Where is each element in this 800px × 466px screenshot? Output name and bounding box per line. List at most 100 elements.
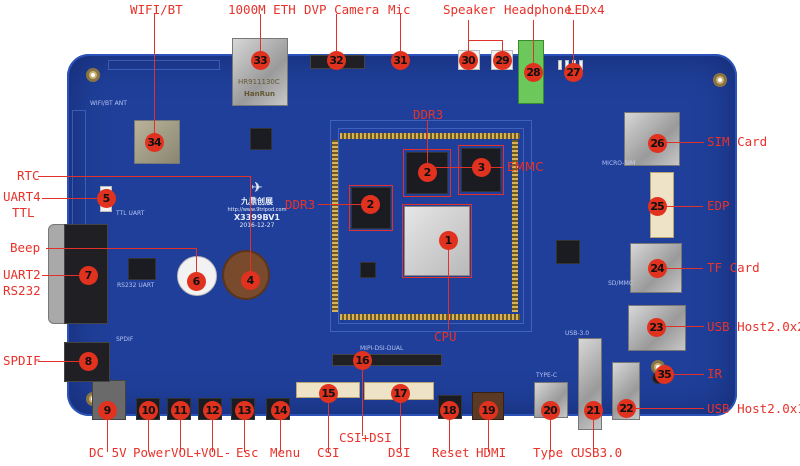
label-esc: Esc [236,445,259,460]
marker-ir: 35 [654,364,674,384]
emmc-highlight [458,145,504,195]
label-usb3: USB3.0 [577,445,623,460]
leader-usb-host-2 [656,326,704,327]
marker-volup: 11 [170,400,190,420]
label-ddr3-left: DDR3 [285,197,316,212]
core-module-inner [338,128,524,324]
label-menu: Menu [270,445,301,460]
leader-hdmi [488,410,489,452]
leader-uart2 [42,275,88,276]
phy-chip [250,128,272,150]
marker-voldown: 12 [202,400,222,420]
brand-logo: ✈ 九鼎创展 http://www.9tripod.com X3399BV1 2… [222,180,292,229]
core-pins-top [340,133,520,139]
antenna-trace [108,60,220,70]
cpu-chip [404,206,470,276]
leader-leds [573,20,574,72]
silk-sd-mmc: SD/MMC [608,280,633,287]
leader-wifi [154,14,155,142]
label-rtc: RTC [17,168,40,183]
marker-leds: 27 [563,62,583,82]
marker-csidsi: 16 [352,350,372,370]
leader-speaker-h [468,40,503,41]
leader-ddr3-top [427,120,428,172]
silk-rs232-uart: RS232 UART [117,282,155,289]
marker-usb-host-1: 22 [616,398,636,418]
marker-power: 10 [138,400,158,420]
marker-cpu: 1 [438,230,458,250]
core-pins-left [332,140,338,312]
marker-mic: 31 [390,50,410,70]
marker-sim: 26 [647,133,667,153]
label-wifi-bt: WIFI/BT [130,2,183,17]
marker-dvp: 32 [326,50,346,70]
label-dsi: DSI [388,445,411,460]
marker-emmc: 3 [471,157,491,177]
label-tf: TF Card [707,260,760,275]
label-cpu: CPU [434,329,457,344]
marker-typec: 20 [540,400,560,420]
marker-ddr3-top: 2 [417,162,437,182]
label-csi: CSI [317,445,340,460]
label-hdmi: HDMI [476,445,507,460]
rs232-chip [128,258,156,280]
csi-dsi-dual-connector [332,354,442,366]
leader-power [148,410,149,452]
silk-micro-sim: MICRO-SIM [602,160,636,167]
leader-uart4 [42,198,104,199]
leader-volup [180,410,181,452]
silk-mipi-dsi-dual: MIPI-DSI-DUAL [360,345,404,352]
leader-edp [657,206,703,207]
label-ir: IR [707,366,723,381]
silk-eth-part: HR911130C [238,78,280,86]
rtc-battery-holder [222,250,270,300]
marker-usb-host-2: 23 [646,317,666,337]
label-uart4: UART4 [3,189,41,204]
marker-wifi: 34 [144,132,164,152]
marker-reset: 18 [439,400,459,420]
marker-hdmi: 19 [478,400,498,420]
marker-esc: 13 [234,400,254,420]
leader-beep-h [46,248,196,249]
label-leds: LEDx4 [567,2,605,17]
marker-uart2: 7 [78,265,98,285]
leader-eth [260,14,261,60]
marker-dc5v: 9 [97,400,117,420]
leader-rtc-v [250,176,251,276]
leader-rtc-h [38,176,250,177]
label-usb-host-2: USB Host2.0x2 [707,319,800,334]
leader-reset [449,410,450,452]
logo-icon: ✈ [251,180,263,196]
label-dc5v: DC 5V [89,445,127,460]
marker-ddr3-left: 2 [360,194,380,214]
label-spdif: SPDIF [3,353,41,368]
silk-wifi-ant: WIFI/BT ANT [90,100,127,107]
label-mic: Mic [388,2,411,17]
leader-usb-host-1 [622,408,704,409]
leader-speaker-b [502,40,503,60]
marker-csi: 15 [318,383,338,403]
label-beep: Beep [10,240,41,255]
label-rs232: RS232 [3,283,41,298]
leader-ir [666,374,704,375]
leader-dsi [400,394,401,452]
marker-beep: 6 [186,271,206,291]
core-module-outline [330,120,532,332]
pmic-chip [360,262,376,278]
marker-dsi: 17 [390,383,410,403]
led [558,60,562,70]
brand-name: 九鼎创展 [241,197,273,206]
label-volup: VOL+ [171,445,202,460]
label-power: Power [133,445,171,460]
ddr3-left-highlight [349,185,393,231]
leader-beep-v [196,248,197,280]
label-voldown: VOL- [201,445,232,460]
leader-cpu [448,240,449,330]
silk-ttl-uart: TTL UART [116,210,145,217]
brand-url: http://www.9tripod.com [227,207,287,213]
silk-spdif: SPDIF [116,336,134,343]
leader-voldown [212,410,213,452]
leader-csi [328,394,329,452]
marker-spdif: 8 [78,351,98,371]
mounting-hole [86,68,100,82]
